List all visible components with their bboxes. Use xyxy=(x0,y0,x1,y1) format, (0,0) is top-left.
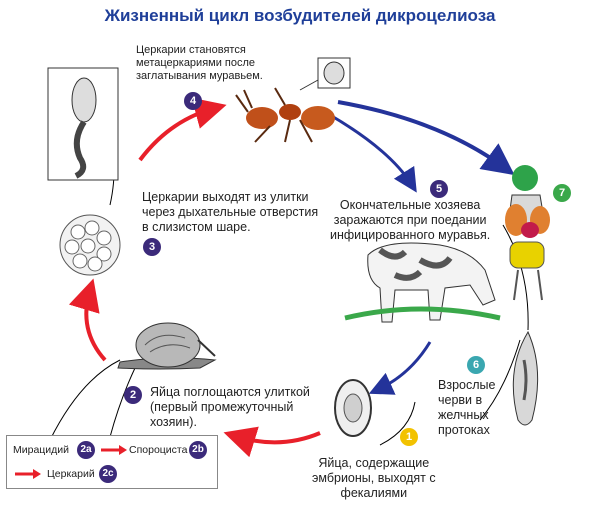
snail-illustration xyxy=(117,322,217,370)
step-badge-3: 3 xyxy=(143,238,161,256)
arrow-snail-to-slimeball xyxy=(68,278,107,362)
step-badge-5: 5 xyxy=(430,180,448,198)
legend-badge-2c: 2c xyxy=(99,465,117,483)
legend-arrow-1 xyxy=(101,445,127,455)
human-organs-illustration xyxy=(505,165,550,301)
caption-snail-eats: Яйца поглощаются улиткой (первый промежу… xyxy=(150,385,310,429)
legend-miracidium: Мирацидий xyxy=(13,444,70,456)
legend-badge-2a: 2a xyxy=(77,441,95,459)
step-badge-2: 2 xyxy=(124,386,142,404)
legend-sporocyst: Спороциста xyxy=(129,444,188,456)
caption-eggs: Яйца, содержащие эмбрионы, выходят с фек… xyxy=(312,456,436,500)
cercaria-illustration xyxy=(47,67,119,181)
legend-badge-2b: 2b xyxy=(189,441,207,459)
caption-cercariae-exit: Церкарии выходят из улитки через дыхател… xyxy=(142,190,319,234)
arrow-ant-to-cow xyxy=(329,113,417,193)
arrow-eggs-to-snail xyxy=(223,426,321,458)
ant-illustration xyxy=(235,87,335,143)
step-badge-6: 6 xyxy=(467,356,485,374)
arrow-slimeball-to-ant xyxy=(138,97,227,162)
caption-final-hosts: Окончательные хозяева заражаются при пое… xyxy=(330,198,491,242)
step-badge-1: 1 xyxy=(400,428,418,446)
adult-worm-illustration xyxy=(512,330,539,426)
legend-box: Мирацидий 2a Спороциста 2b Церкарий 2c xyxy=(6,435,218,489)
caption-adults: Взрослые черви в желчных протоках xyxy=(438,378,496,437)
legend-arrow-2 xyxy=(15,469,41,479)
arrow-cow-to-eggs xyxy=(368,341,432,395)
step-badge-7: 7 xyxy=(553,184,571,202)
diagram-title: Жизненный цикл возбудителей дикроцелиоза xyxy=(104,6,496,25)
caption-metacercariae: Церкарии становятся метацеркариями после… xyxy=(136,44,263,82)
legend-cercaria: Церкарий xyxy=(47,468,95,480)
slime-ball-illustration xyxy=(59,214,121,276)
step-badge-4: 4 xyxy=(184,92,202,110)
egg-illustration xyxy=(334,379,372,437)
cow-illustration xyxy=(344,242,501,323)
metacercaria-inset xyxy=(299,57,351,91)
arrow-ant-to-human xyxy=(337,100,515,176)
